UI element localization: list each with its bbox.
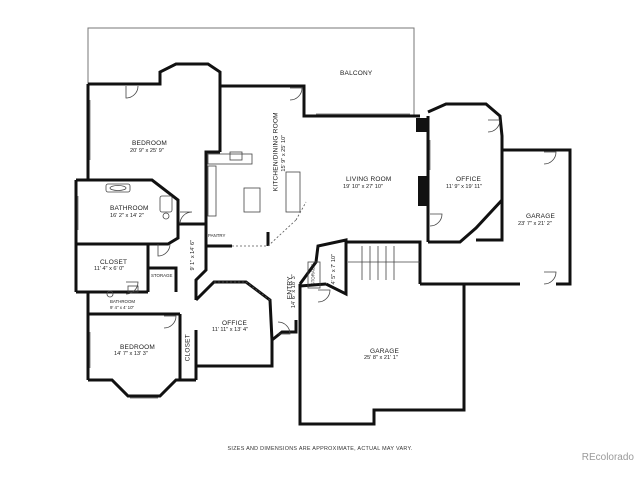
office-right-label: OFFICE: [456, 176, 482, 183]
balcony-outline: [87, 27, 415, 116]
bedroom-small-dims: 14' 7" x 13' 3": [114, 351, 148, 357]
bathroom-label: BATHROOM: [110, 205, 149, 212]
closet-small-label: CLOSET: [184, 334, 192, 362]
living-room-label: LIVING ROOM: [346, 176, 392, 183]
small-room-dims: 4' 5" x 7' 10": [330, 253, 337, 285]
garage-center-dims: 25' 8" x 21' 1": [364, 355, 398, 361]
kitchen-label: KITCHEN/DINING ROOM: [272, 112, 280, 192]
bedroom-main-label: BEDROOM: [132, 140, 167, 147]
small-bath-label: BATHROOM: [110, 299, 136, 304]
garage-center-label: GARAGE: [370, 348, 400, 355]
bedroom-main-dims: 20' 9" x 25' 9": [130, 148, 164, 154]
office-right-dims: 11' 9" x 19' 11": [446, 184, 483, 190]
garage-right-dims: 23' 7" x 21' 2": [518, 221, 552, 227]
kitchen-dims: 15' 9" x 25' 10": [280, 134, 287, 172]
bathroom-dims: 16' 2" x 14' 2": [110, 213, 144, 219]
pantry-label: PANTRY: [208, 233, 226, 238]
windows: [77, 100, 431, 399]
disclaimer-note: SIZES AND DIMENSIONS ARE APPROXIMATE, AC…: [227, 446, 413, 452]
balcony-label: BALCONY: [340, 70, 373, 77]
small-room-label: STORAGE: [310, 263, 316, 286]
storage-left-label: STORAGE: [151, 273, 173, 278]
openings: [214, 201, 307, 301]
garage-right-label: GARAGE: [526, 213, 556, 220]
office-center-dims: 11' 11" x 13' 4": [212, 327, 249, 333]
brand-watermark: REcolorado: [581, 452, 634, 463]
doors: [125, 85, 557, 335]
office-center-label: OFFICE: [222, 320, 248, 327]
fixtures: [105, 151, 420, 298]
hall-dims: 9' 1" x 14' 6": [189, 239, 196, 271]
closet-left-dims: 11' 4" x 6' 0": [94, 266, 125, 272]
entry-dims: 14' 6" x 18' 3": [290, 274, 297, 309]
walls: [74, 62, 572, 426]
small-bath-dims: 9' 4" x 4' 10": [110, 305, 135, 310]
living-room-dims: 19' 10" x 27' 10": [343, 184, 384, 190]
closet-left-label: CLOSET: [100, 259, 128, 266]
bedroom-small-label: BEDROOM: [120, 344, 155, 351]
